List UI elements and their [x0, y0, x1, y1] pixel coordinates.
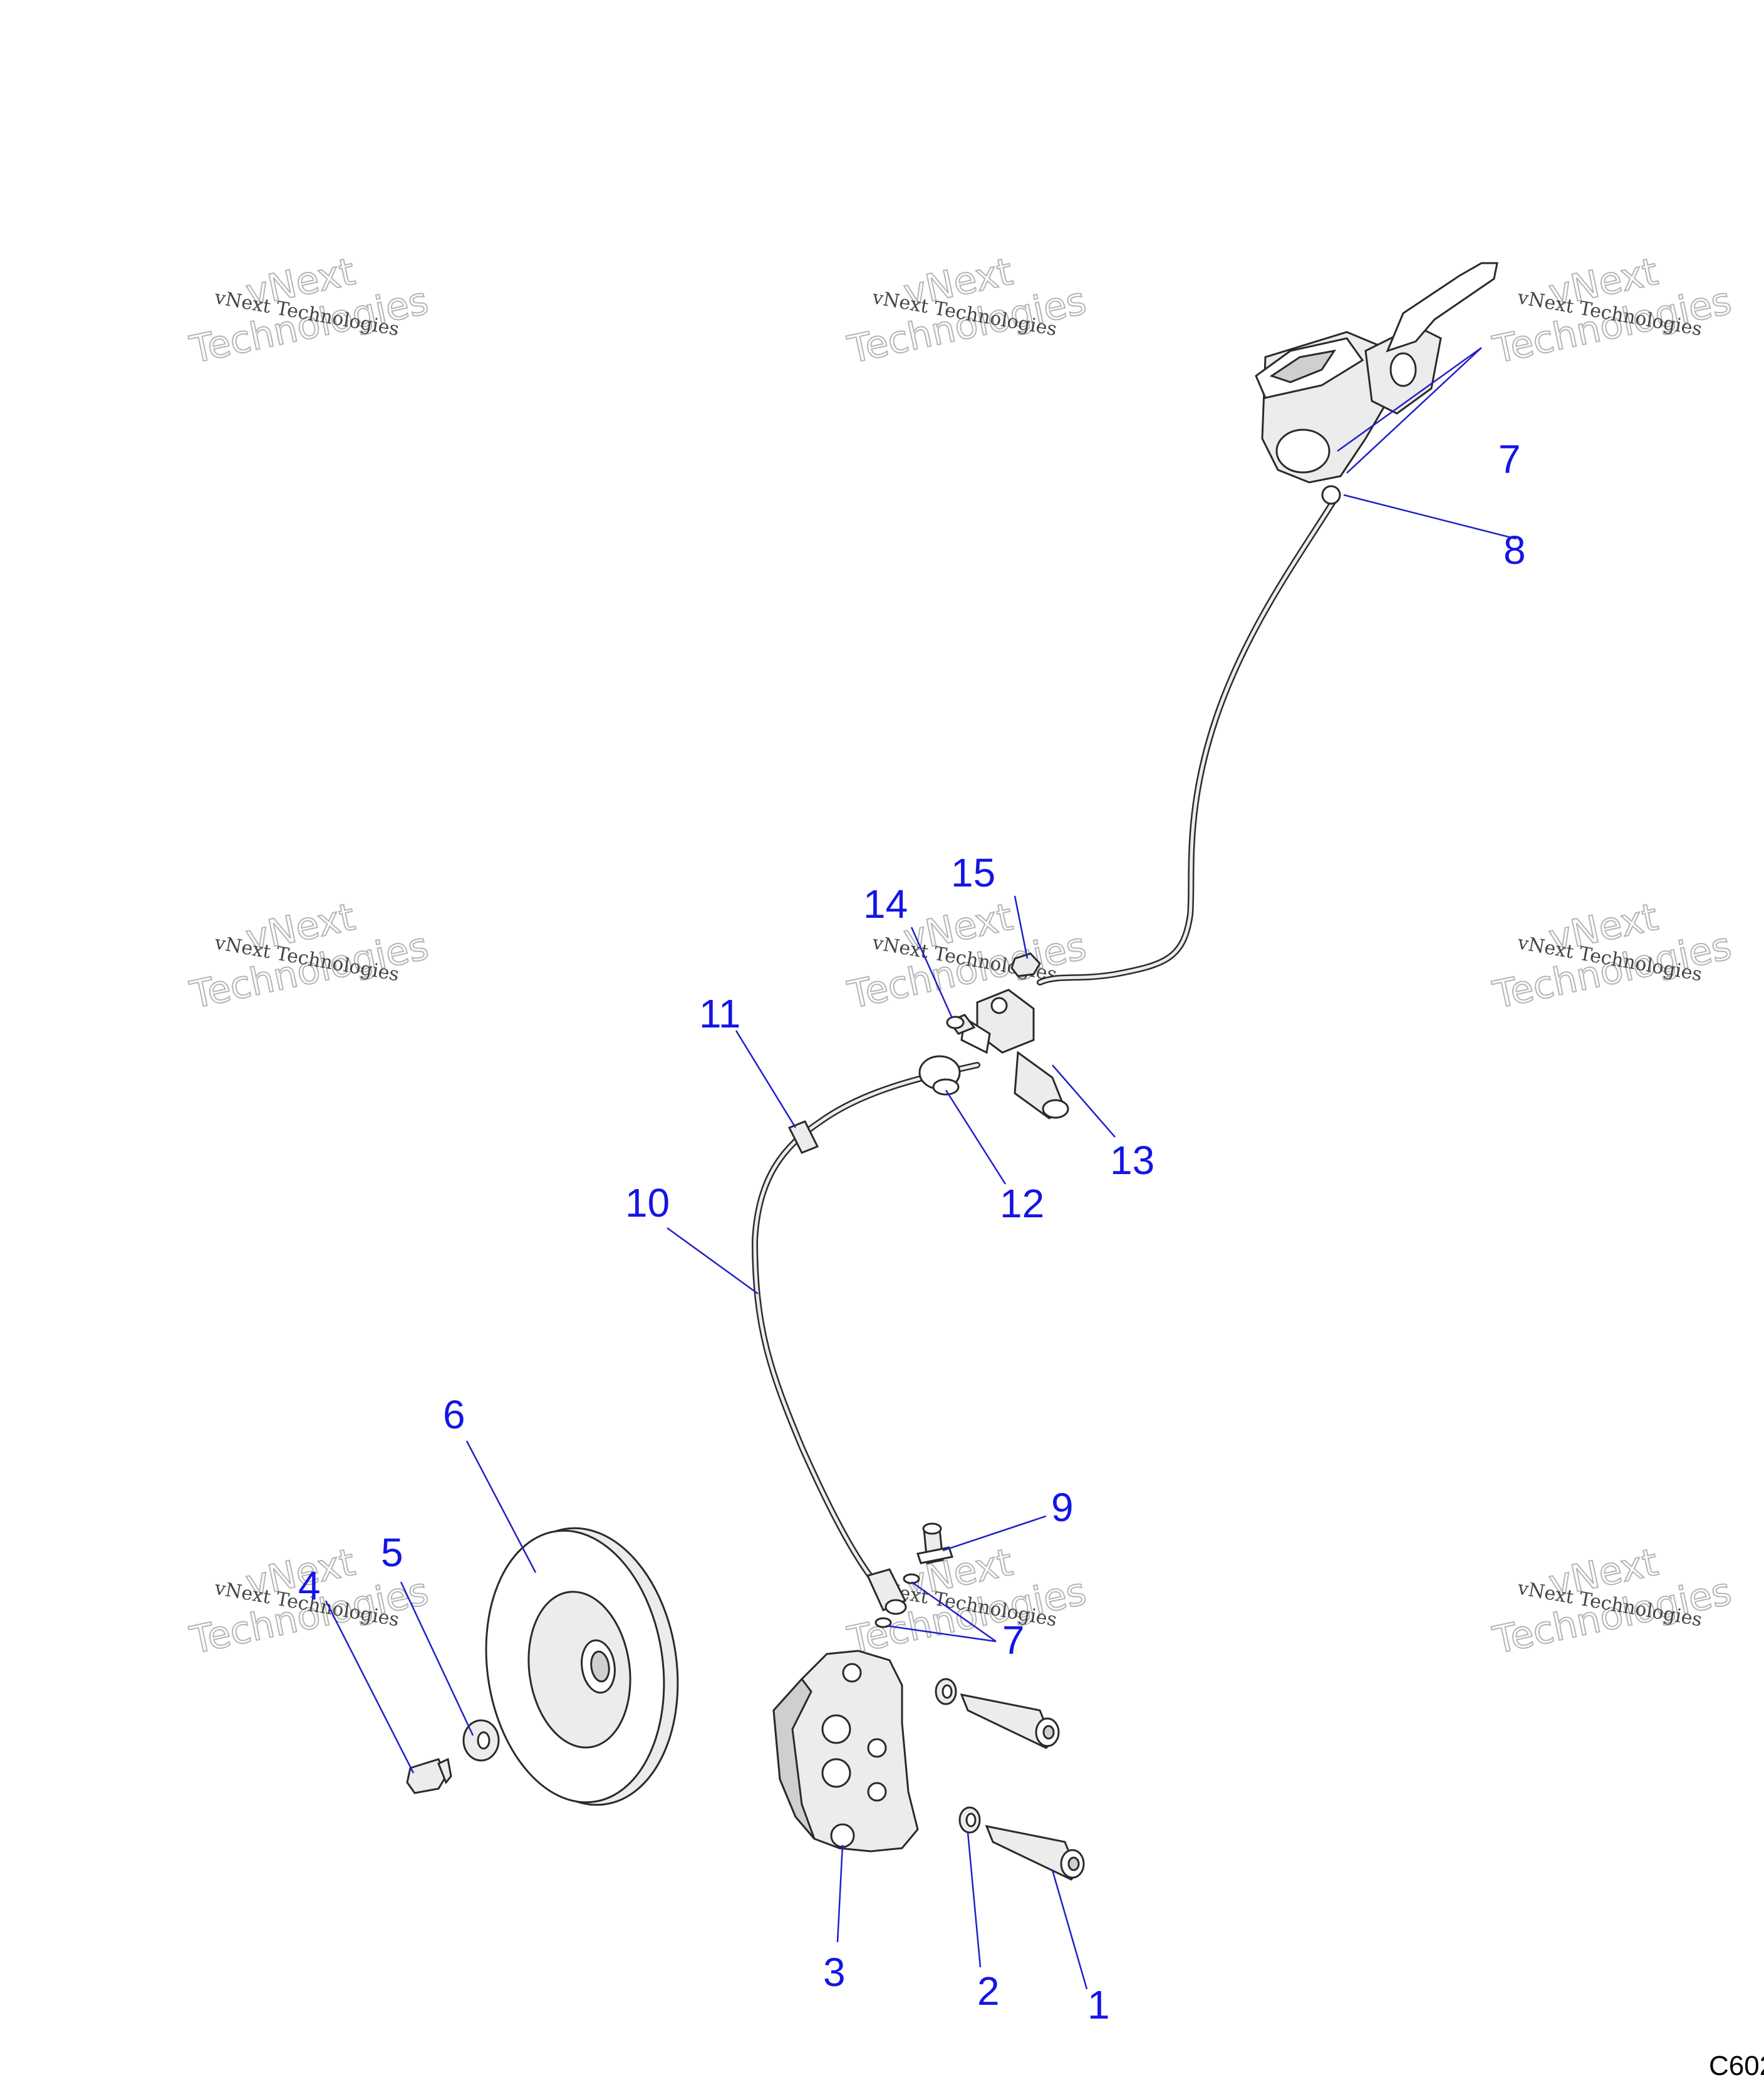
leader-lines	[324, 346, 1517, 1990]
hose-junction-block	[960, 989, 1069, 1120]
callout-6: 6	[443, 1392, 465, 1437]
washer-5	[462, 1719, 500, 1762]
figure-code: C602	[1709, 2051, 1764, 2081]
callout-7-top: 7	[1498, 437, 1521, 482]
callout-4: 4	[298, 1563, 321, 1608]
caliper-washer-upper	[935, 1678, 957, 1705]
hose-guide-11	[787, 1120, 819, 1154]
caliper-bolt-upper	[960, 1693, 1060, 1749]
callout-2: 2	[977, 1968, 1000, 2014]
caliper-washer-lower	[958, 1806, 981, 1834]
callout-7-bottom: 7	[1002, 1618, 1025, 1663]
callout-9: 9	[1051, 1485, 1074, 1530]
callout-12: 12	[1000, 1181, 1044, 1226]
bolt-4	[406, 1757, 452, 1794]
caliper-bolt-lower	[985, 1824, 1085, 1881]
callout-11: 11	[699, 991, 740, 1036]
watermark-bottom-right: vNext Technologies vNext Technologies	[1488, 1540, 1736, 1663]
callout-1: 1	[1087, 1982, 1110, 2027]
nut-15	[1010, 952, 1041, 977]
callout-8: 8	[1503, 528, 1526, 573]
watermark-bottom-center: vNext Technologies vNext Technologies	[843, 1540, 1091, 1663]
callout-14: 14	[863, 881, 908, 927]
brake-disc	[485, 1527, 679, 1806]
callout-3: 3	[823, 1950, 846, 1995]
watermark-mid-left: vNext Technologies vNext Technologies	[185, 895, 433, 1018]
watermark-top-left: vNext Technologies vNext Technologies	[185, 249, 433, 373]
brake-caliper	[772, 1650, 919, 1853]
bolt-14	[946, 1014, 976, 1035]
bleeder-screw-9	[916, 1522, 953, 1564]
watermark-top-right: vNext Technologies vNext Technologies	[1488, 249, 1736, 373]
callout-5: 5	[381, 1530, 403, 1575]
hose-clamp	[918, 1055, 961, 1096]
callout-15: 15	[951, 850, 995, 895]
watermark-top-center: vNext Technologies vNext Technologies	[843, 249, 1091, 373]
callout-13: 13	[1110, 1138, 1154, 1183]
lower-hose-fitting	[866, 1568, 907, 1615]
crush-washers-lower	[874, 1573, 920, 1628]
watermark-mid-right: vNext Technologies vNext Technologies	[1488, 895, 1736, 1018]
master-cylinder	[1255, 262, 1498, 505]
brake-hose	[752, 492, 1341, 1588]
callout-10: 10	[625, 1180, 670, 1225]
